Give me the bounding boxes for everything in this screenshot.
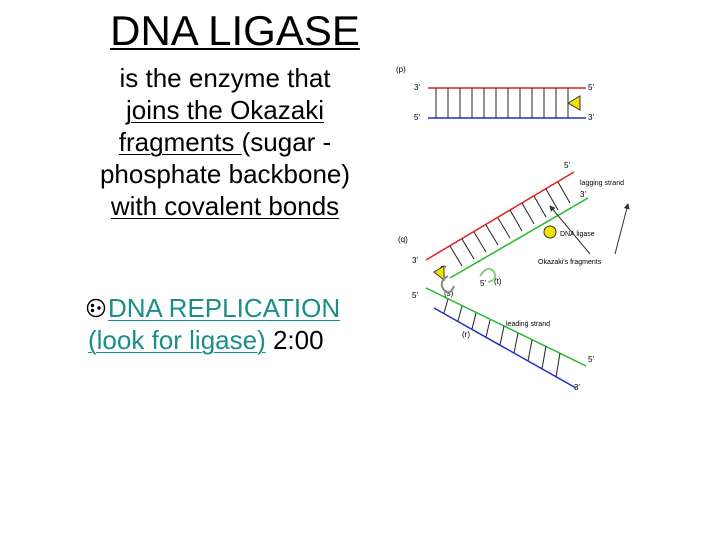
dna-ligase-dot [543,225,557,239]
blue-template-strand [433,307,577,389]
primase-swirl-icon [440,275,455,294]
label-5-prime: 5' [412,291,418,300]
leading-strand-label: leading strand [506,321,550,328]
video-duration: 2:00 [265,325,324,355]
slide-title-text: DNA LIGASE [110,7,360,54]
helicase-marker-icon [433,265,445,282]
bullet-icon [86,298,106,318]
description-line: joins the Okazaki [126,95,324,125]
description-line: fragments (sugar - [40,126,410,158]
slide-title: DNA LIGASE [60,6,410,56]
label-r: (r) [462,330,470,339]
description-paragraph: is the enzyme that joins the Okazaki fra… [40,62,410,222]
lagging-strand-label: lagging strand [580,180,624,187]
description-line: is the enzyme that [119,63,331,93]
lagging-base-pairs [449,181,571,267]
label-5-prime: 5' [588,355,594,364]
label-5-prime: 5' [588,83,594,92]
base-pair-rungs [435,88,569,118]
label-3-prime: 3' [574,383,580,392]
label-3-prime: 3' [412,256,418,265]
okazaki-fragments-label: Okazaki's fragments [538,259,602,266]
label-5-prime: 5' [480,279,486,288]
okazaki-fragments-term: fragments [118,127,242,157]
red-template-strand [425,171,575,261]
label-5-prime: 5' [414,113,420,122]
video-link-bullet: DNA REPLICATION (look for ligase) 2:00 [70,292,410,356]
green-lagging-strand [449,197,589,279]
look-for-ligase-link[interactable]: (look for ligase) [88,325,266,355]
primer-swirl-icon [479,267,497,283]
label-5-prime: 5' [564,161,570,170]
description-line: with covalent bonds [110,191,340,221]
okazaki-arrow-1 [549,205,591,255]
dna-replication-link[interactable]: DNA REPLICATION [108,293,341,323]
okazaki-arrow-2 [614,203,630,255]
description-line: phosphate backbone) [99,159,351,189]
description-line-rest: (sugar - [241,127,332,157]
leading-base-pairs [443,298,561,378]
label-3-prime: 3' [414,83,420,92]
dna-ligase-label: DNA ligase [560,231,595,238]
ligase-marker-icon [567,95,581,111]
dna-replication-diagram: (p) 3' 5' 5' 3' (q) 5' 3' 3' 5' 5' 3' [396,65,630,392]
label-s: (s) [444,289,454,298]
green-leading-strand [425,287,587,367]
label-q: (q) [398,235,408,244]
label-t: (t) [494,277,502,286]
label-3-prime: 3' [580,190,586,199]
label-3-prime: 3' [588,113,594,122]
label-p: (p) [396,65,406,74]
